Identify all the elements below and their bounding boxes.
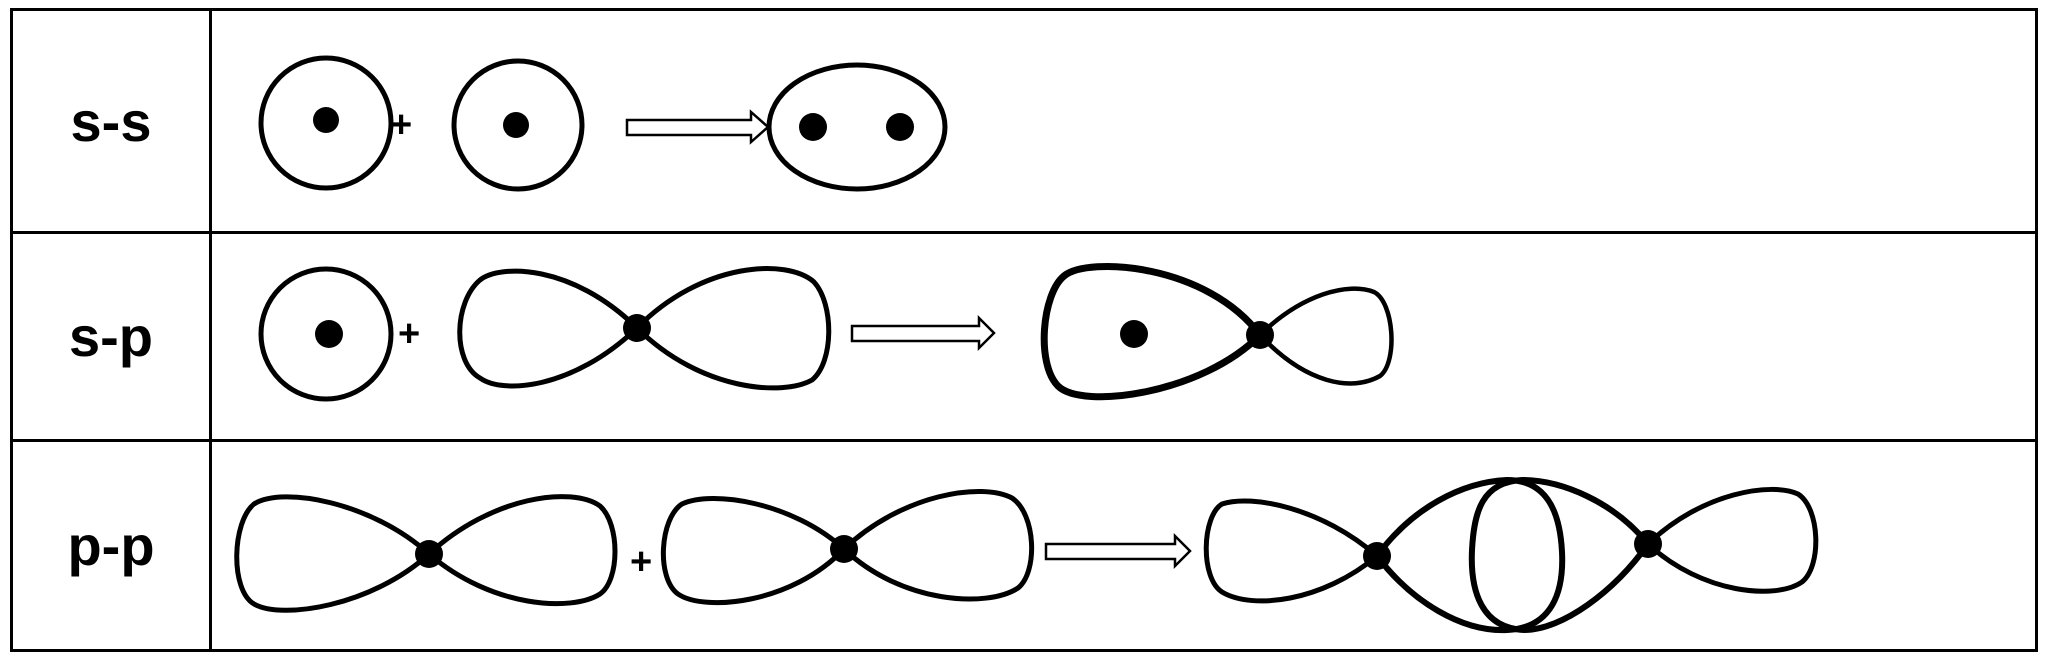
nucleus-dot: [1363, 542, 1391, 570]
nucleus-dot: [1634, 530, 1662, 558]
nucleus-dot: [799, 113, 827, 141]
reaction-arrow: [850, 315, 996, 352]
s-s-overlap-diagram: +: [258, 55, 948, 192]
reaction-arrow: [625, 109, 770, 145]
nucleus-dot: [830, 535, 858, 563]
p-p-overlap-result: [1203, 476, 1819, 634]
reaction-arrow: [1044, 532, 1192, 570]
plus-sign: +: [630, 541, 652, 583]
diagram-p-p: +: [209, 439, 2038, 652]
nucleus-dot: [415, 540, 443, 568]
s-p-overlap-diagram: +: [258, 263, 1394, 402]
row-p-p: p-p +: [10, 439, 2038, 652]
plus-sign: +: [390, 104, 412, 146]
p-orbital-left: [234, 494, 618, 613]
nucleus-dot: [623, 314, 651, 343]
row-label-s-s: s-s: [10, 7, 212, 235]
s-p-overlap-result: [1040, 263, 1394, 401]
nucleus-dot: [1246, 321, 1274, 350]
nucleus-dot: [315, 320, 343, 349]
p-orbital-right: [660, 488, 1035, 606]
nucleus-dot: [886, 113, 914, 141]
diagram-s-p: +: [209, 231, 2038, 442]
row-s-s: s-s +: [10, 7, 2038, 235]
plus-sign: +: [398, 313, 420, 355]
p-orbital: [457, 266, 832, 391]
row-s-p: s-p +: [10, 231, 2038, 442]
nucleus-dot: [1120, 320, 1148, 349]
s-orbital-left: [258, 55, 394, 191]
s-orbital-right: [451, 58, 585, 192]
nucleus-dot: [313, 107, 339, 133]
row-label-p-p: p-p: [10, 439, 212, 652]
p-p-overlap-diagram: +: [234, 476, 1819, 634]
row-label-s-p: s-p: [10, 231, 212, 442]
diagram-s-s: +: [209, 7, 2038, 235]
nucleus-dot: [503, 112, 529, 138]
s-s-overlap-result: [766, 62, 948, 192]
s-orbital: [258, 266, 394, 402]
orbital-overlap-table: s-s +: [10, 7, 2038, 652]
